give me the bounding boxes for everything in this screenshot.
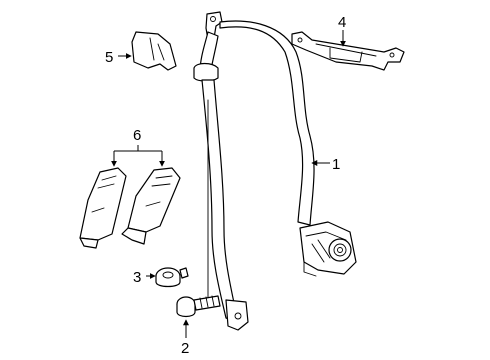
retractor-belt-assembly — [193, 11, 357, 331]
callout-3: 3 — [133, 269, 141, 286]
callout-leaders — [111, 30, 346, 338]
trim-cover-cap — [131, 31, 177, 71]
height-adjuster-bracket — [291, 31, 405, 71]
anchor-bolt — [176, 295, 221, 318]
callout-4: 4 — [338, 14, 346, 31]
callout-1: 1 — [332, 156, 340, 173]
callout-2: 2 — [181, 340, 189, 357]
callout-5: 5 — [105, 49, 113, 66]
callout-6: 6 — [133, 127, 141, 144]
buckle-assembly-right — [121, 167, 181, 245]
buckle-assembly-left — [79, 167, 127, 249]
retractor-nut — [155, 267, 189, 288]
